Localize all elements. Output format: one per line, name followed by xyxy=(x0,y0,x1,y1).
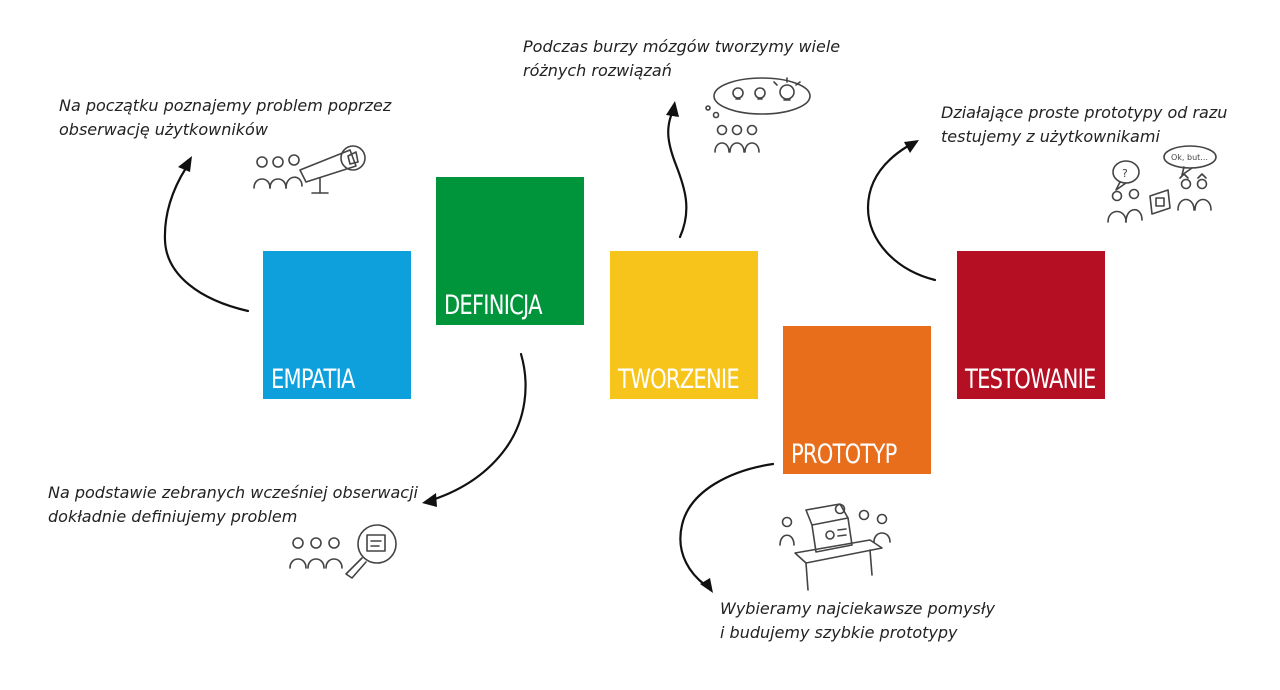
arrow-prototyp xyxy=(679,462,775,593)
arrow-definicja xyxy=(422,352,527,507)
sketch-user-testing-icon: ? Ok, but... xyxy=(1107,145,1217,223)
arrow-tworzenie xyxy=(666,101,688,239)
stage-testowanie-label: TESTOWANIE xyxy=(965,364,1096,395)
sketch-people-telescope-icon xyxy=(253,145,366,194)
note-testowanie: Działające proste prototypy od razu test… xyxy=(941,101,1227,149)
arrow-testowanie xyxy=(866,140,937,282)
note-prototyp-line-1: Wybieramy najciekawsze pomysły xyxy=(720,599,995,618)
speech-bubble-text: Ok, but... xyxy=(1171,153,1208,162)
note-tworzenie-line-1: Podczas burzy mózgów tworzymy wiele xyxy=(523,37,841,56)
note-prototyp-line-2: i budujemy szybkie prototypy xyxy=(720,623,958,642)
stage-prototyp-label: PROTOTYP xyxy=(791,439,897,470)
note-definicja: Na podstawie zebranych wcześniej obserwa… xyxy=(48,481,418,529)
sketch-brainstorm-lightbulbs-icon xyxy=(705,77,811,153)
note-empatia-line-1: Na początku poznajemy problem poprzez xyxy=(59,96,392,115)
stage-empatia-label: EMPATIA xyxy=(271,364,355,395)
note-empatia-line-2: obserwację użytkowników xyxy=(59,120,268,139)
note-tworzenie: Podczas burzy mózgów tworzymy wiele różn… xyxy=(523,35,840,83)
stage-tworzenie-label: TWORZENIE xyxy=(618,364,740,395)
sketch-prototype-table-icon xyxy=(779,503,891,591)
svg-text:?: ? xyxy=(1122,167,1128,180)
stage-definicja-label: DEFINICJA xyxy=(444,290,543,321)
note-testowanie-line-1: Działające proste prototypy od razu xyxy=(941,103,1228,122)
stage-definicja-box: DEFINICJA xyxy=(436,177,584,325)
stage-empatia-box: EMPATIA xyxy=(263,251,411,399)
note-definicja-line-2: dokładnie definiujemy problem xyxy=(48,507,298,526)
stage-tworzenie-box: TWORZENIE xyxy=(610,251,758,399)
stage-prototyp-box: PROTOTYP xyxy=(783,326,931,474)
stage-testowanie-box: TESTOWANIE xyxy=(957,251,1105,399)
note-definicja-line-1: Na podstawie zebranych wcześniej obserwa… xyxy=(48,483,418,502)
sketch-people-magnifier-icon xyxy=(289,524,397,579)
note-prototyp: Wybieramy najciekawsze pomysły i budujem… xyxy=(720,597,995,645)
note-tworzenie-line-2: różnych rozwiązań xyxy=(523,61,672,80)
arrow-empatia xyxy=(163,156,250,313)
note-testowanie-line-2: testujemy z użytkownikami xyxy=(941,127,1160,146)
note-empatia: Na początku poznajemy problem poprzez ob… xyxy=(59,94,391,142)
